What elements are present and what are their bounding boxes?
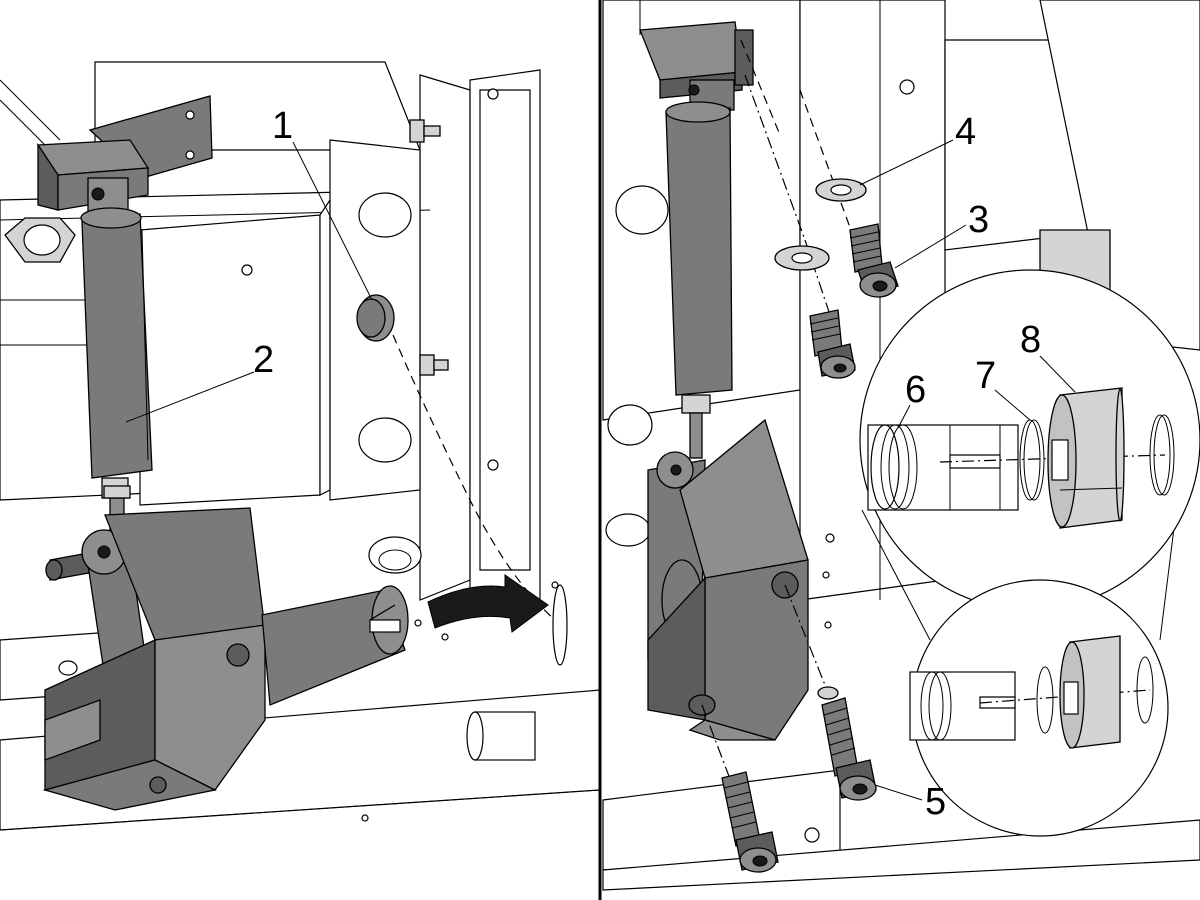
cap-screw-3 — [809, 223, 899, 379]
callout-4: 4 — [859, 111, 976, 186]
pivot-arm-assembly — [42, 507, 409, 811]
callout-2: 2 — [125, 339, 274, 423]
detail-bottom-assembly — [909, 635, 1154, 749]
callout-5-label: 5 — [925, 781, 946, 823]
curved-arrow-icon — [427, 574, 549, 633]
callout-7: 7 — [975, 355, 1031, 421]
machine-frame-right — [602, 0, 1200, 891]
callout-8: 8 — [1020, 319, 1076, 393]
callout-3: 3 — [894, 199, 989, 269]
callout-4-label: 4 — [955, 111, 976, 153]
callout-5: 5 — [874, 781, 946, 823]
gas-spring-cylinder-right — [639, 21, 754, 459]
callout-8-label: 8 — [1020, 319, 1041, 361]
gas-spring-cylinder — [36, 95, 213, 549]
detail-top-assembly — [867, 387, 1175, 529]
callout-3-label: 3 — [968, 199, 989, 241]
right-panel: 3 4 5 6 7 8 — [602, 0, 1200, 891]
callout-6-label: 6 — [905, 369, 926, 411]
callout-7-label: 7 — [975, 355, 996, 397]
left-panel: 1 2 — [0, 61, 601, 831]
callout-1: 1 — [272, 105, 373, 301]
washer-4 — [774, 178, 867, 271]
callout-1-label: 1 — [272, 105, 293, 147]
pivot-block-right — [647, 418, 809, 741]
cap-screw-5 — [721, 686, 877, 873]
callout-6: 6 — [897, 369, 926, 429]
callout-2-label: 2 — [253, 339, 274, 381]
